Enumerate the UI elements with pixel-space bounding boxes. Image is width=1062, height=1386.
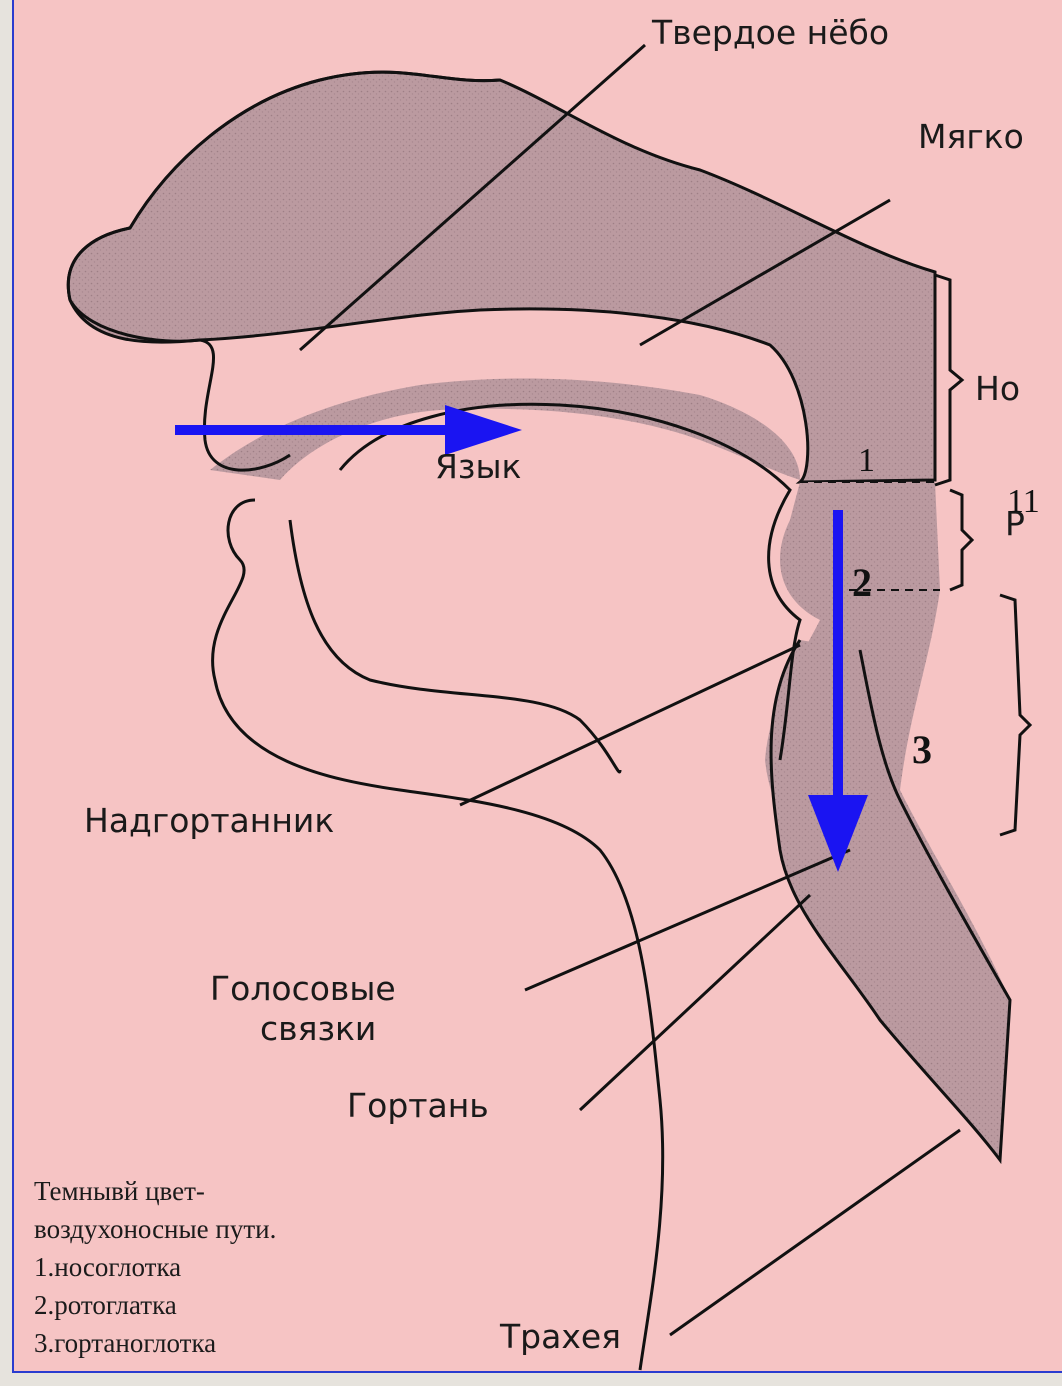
legend: Темнывй цвет- воздухоносные пути. 1.носо… bbox=[34, 1172, 276, 1362]
section-braces bbox=[935, 275, 1030, 835]
label-vocal-cords-2: связки bbox=[260, 1010, 376, 1048]
label-trachea: Трахея bbox=[500, 1318, 621, 1356]
label-larynx: Гортань bbox=[347, 1087, 489, 1125]
label-epiglottis: Надгортанник bbox=[84, 802, 334, 840]
mandible-outline bbox=[290, 520, 620, 772]
label-vocal-cords-1: Голосовые bbox=[210, 970, 396, 1008]
legend-line-3: 1.носоглотка bbox=[34, 1248, 276, 1286]
nasal-cavity bbox=[68, 72, 935, 482]
label-hard-palate: Твердое нёбо bbox=[652, 14, 889, 52]
marker-1: 1 bbox=[858, 444, 875, 478]
label-tongue: Язык bbox=[435, 448, 521, 486]
legend-line-5: 3.гортаноглотка bbox=[34, 1324, 276, 1362]
label-nasal: Но bbox=[975, 370, 1020, 408]
marker-2: 2 bbox=[852, 563, 872, 603]
legend-line-1: Темнывй цвет- bbox=[34, 1172, 276, 1210]
marker-3: 3 bbox=[912, 730, 932, 770]
label-soft-palate: Мягко bbox=[918, 118, 1024, 156]
legend-line-4: 2.ротоглатка bbox=[34, 1286, 276, 1324]
legend-line-2: воздухоносные пути. bbox=[34, 1210, 276, 1248]
marker-11: 11 bbox=[1007, 485, 1040, 519]
jaw-outline bbox=[213, 500, 663, 1370]
tongue-outline bbox=[340, 404, 800, 760]
